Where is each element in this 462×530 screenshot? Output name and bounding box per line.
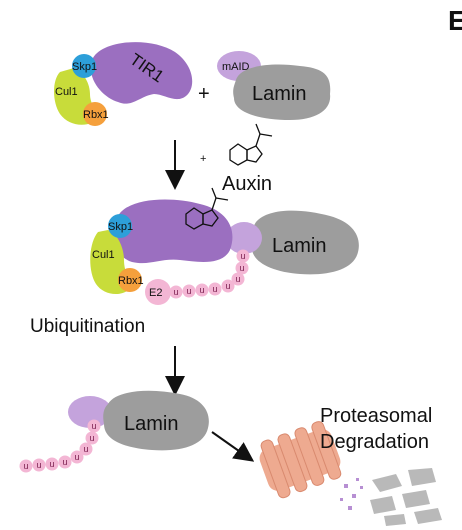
lamin-label-2: Lamin (272, 235, 326, 257)
ubiquitin-label: u (235, 274, 240, 284)
ubiquitin-label: u (36, 460, 41, 470)
ubiquitin-bead (45, 457, 59, 471)
skp1-protein-2 (108, 214, 132, 238)
ubiquitin-bead (85, 431, 99, 445)
ubiquitin-label: u (186, 286, 191, 296)
lamin-protein-2 (251, 210, 359, 275)
ubiquitin-bead (235, 261, 249, 275)
ubiquitin-bead (70, 450, 84, 464)
ubiquitin-label: u (91, 421, 96, 431)
maid-tag-2 (226, 222, 262, 254)
auxin-molecule-icon (229, 123, 273, 166)
plus-sign-2: + (200, 153, 206, 165)
ubiquitin-label: u (225, 281, 230, 291)
ubiquitin-bead (79, 442, 93, 456)
lamin-fragments (370, 468, 442, 526)
ubiquitin-label: u (74, 452, 79, 462)
ubiquitin-label: u (212, 284, 217, 294)
ubiquitin-bead (208, 282, 222, 296)
ubiquitin-label: u (89, 433, 94, 443)
plus-sign-1: + (198, 83, 210, 105)
lamin-protein-3 (103, 390, 209, 451)
ubiquitin-label: u (23, 461, 28, 471)
auxin-label: Auxin (222, 173, 272, 195)
proteasomal-label: Proteasomal (320, 405, 432, 427)
e2-label: E2 (149, 287, 162, 299)
ubiquitination-label: Ubiquitination (30, 316, 145, 337)
arrow-diagonal (211, 431, 255, 462)
ubiquitin-bead (236, 249, 250, 263)
skp1-protein (72, 54, 96, 78)
proteasome (259, 421, 342, 499)
ubiquitin-bead (32, 458, 46, 472)
ubiquitin-label: u (173, 287, 178, 297)
tir1-protein (90, 42, 193, 104)
ubiquitin-bead (231, 272, 245, 286)
ubiquitin-label: u (62, 457, 67, 467)
auxin-bound-icon (185, 187, 229, 230)
e2-enzyme (145, 279, 171, 305)
ubiquitin-bead (182, 284, 196, 298)
rbx1-label: Rbx1 (83, 109, 109, 121)
maid-tag-3 (68, 396, 112, 428)
degradation-label: Degradation (320, 431, 429, 453)
ubiquitin-bead (221, 279, 235, 293)
ubiquitin-bead (58, 455, 72, 469)
ubiquitin-bead (87, 419, 101, 433)
ubiquitin-bead (195, 283, 209, 297)
cul1-label-2: Cul1 (92, 249, 115, 261)
ubiquitin-bead (169, 285, 183, 299)
rbx1-protein-2 (118, 268, 142, 292)
panel-letter: E (448, 5, 462, 36)
ubiquitin-label: u (199, 285, 204, 295)
skp1-label-2: Skp1 (108, 221, 133, 233)
rbx1-label-2: Rbx1 (118, 275, 144, 287)
ubiquitin-label: u (49, 459, 54, 469)
maid-label: mAID (222, 61, 250, 73)
lamin-protein (233, 64, 331, 120)
lamin-label-3: Lamin (124, 413, 178, 435)
ubiquitin-label: u (83, 444, 88, 454)
ubiquitin-label: u (239, 263, 244, 273)
ubiquitin-label: u (240, 251, 245, 261)
cul1-label: Cul1 (55, 86, 78, 98)
peptide-fragments (340, 478, 363, 510)
skp1-label: Skp1 (72, 61, 97, 73)
step1-group: Skp1 Cul1 Rbx1 TIR1 + mAID Lamin (54, 42, 331, 126)
lamin-label-1: Lamin (252, 83, 306, 105)
rbx1-protein (83, 102, 107, 126)
ubiquitin-bead (19, 459, 33, 473)
